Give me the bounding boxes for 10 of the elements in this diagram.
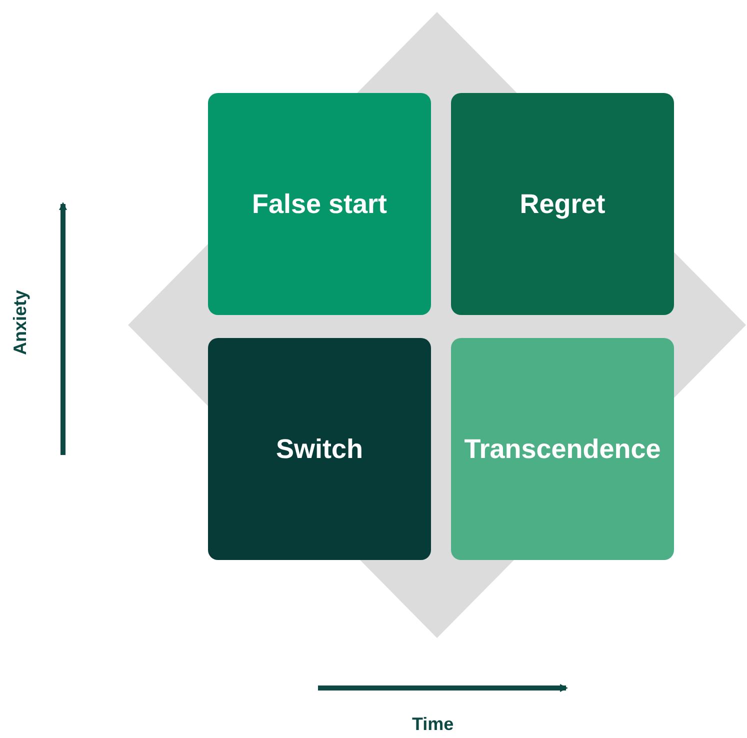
quadrant-card: [208, 93, 431, 315]
axis-label: Time: [412, 714, 454, 735]
quadrant-title: False start: [252, 188, 388, 220]
axis-label: Anxiety: [10, 290, 31, 356]
quadrant-card: [451, 93, 674, 315]
quadrant-card: [451, 338, 674, 560]
quadrant-title: Switch: [276, 434, 363, 464]
quadrant-card: [208, 338, 431, 560]
quadrant-title: Regret: [520, 188, 606, 220]
quadrant-title: Transcendence: [464, 434, 661, 464]
